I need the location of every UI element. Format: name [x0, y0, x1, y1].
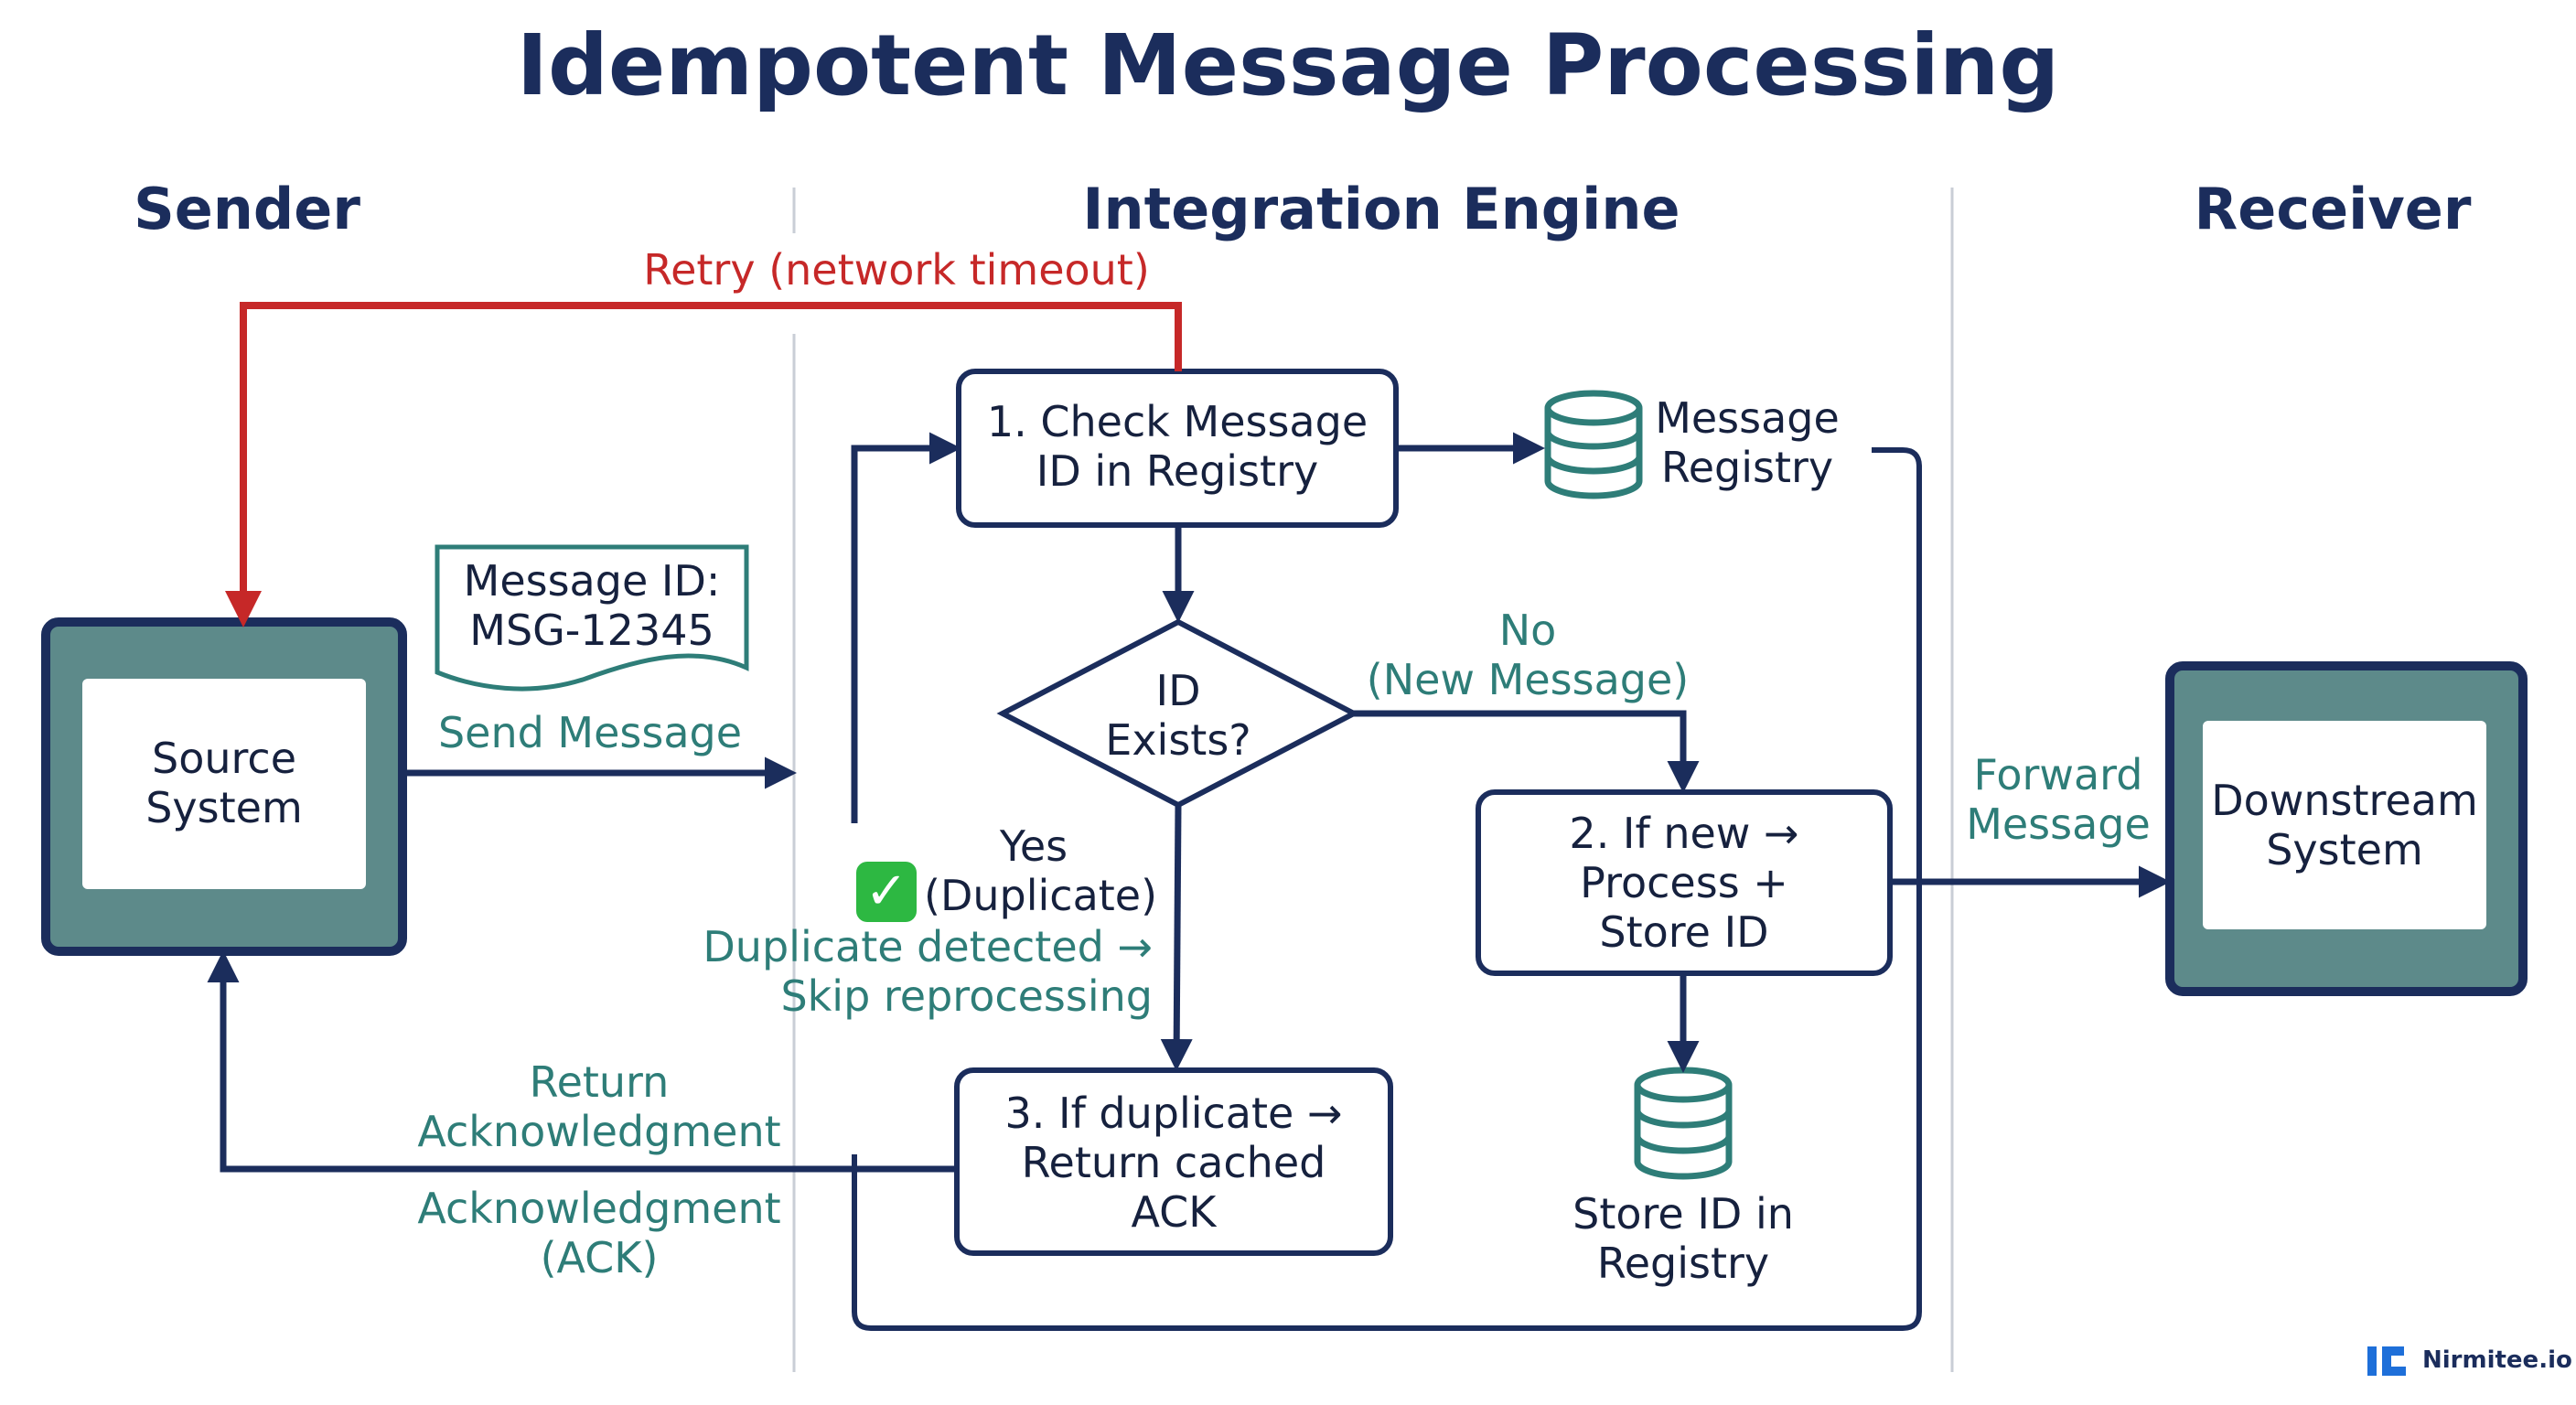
source-system-label: Source System: [145, 734, 303, 832]
downstream-system-device: [2165, 661, 2528, 996]
yes-duplicate-group: ✓ Yes (Duplicate): [851, 821, 1158, 931]
duplicate-detected-label: Duplicate detected → Skip reprocessing: [703, 922, 1153, 1021]
id-exists-label: ID Exists?: [1105, 666, 1251, 765]
return-cached-label: 3. If duplicate → Return cached ACK: [1004, 1089, 1343, 1237]
no-branch-arrow: [1354, 710, 1700, 793]
retry-label: Retry (network timeout): [643, 245, 1150, 295]
return-ack-label: Return Acknowledgment: [417, 1057, 781, 1156]
database-icon: [1634, 1067, 1733, 1180]
no-new-message-label: No (New Message): [1366, 606, 1690, 704]
retry-arrow: [225, 302, 1182, 627]
page-title: Idempotent Message Processing: [516, 16, 2060, 114]
lane-title-receiver: Receiver: [2194, 176, 2472, 242]
registry-loop-connector: [852, 447, 1922, 1331]
lane-title-integration-engine: Integration Engine: [1082, 176, 1680, 242]
check-registry-label: 1. Check Message ID in Registry: [986, 397, 1368, 496]
yes-branch-arrow: [1160, 804, 1193, 1071]
brand-logo-text: Nirmitee.io: [2422, 1346, 2572, 1374]
store-registry-label: Store ID in Registry: [1572, 1189, 1794, 1288]
lane-title-sender: Sender: [134, 176, 360, 242]
database-icon: [1544, 390, 1643, 499]
ack-label: Acknowledgment (ACK): [417, 1184, 781, 1282]
source-system-device: [41, 617, 407, 956]
process-store-label: 2. If new → Process + Store ID: [1569, 809, 1799, 957]
downstream-system-label: Downstream System: [2211, 776, 2478, 874]
send-message-label: Send Message: [437, 708, 743, 757]
forward-message-label: Forward Message: [1966, 750, 2151, 849]
yes-duplicate-label: Yes (Duplicate): [924, 821, 1158, 920]
nirmitee-logo-icon: [2367, 1346, 2406, 1376]
loop-into-check-arrow: [851, 432, 961, 823]
message-id-label: Message ID: MSG-12345: [463, 556, 721, 655]
message-registry-label: Message Registry: [1655, 393, 1840, 492]
checkmark-icon: ✓: [856, 862, 917, 922]
return-ack-arrow: [207, 950, 957, 1173]
message-id-document: [435, 544, 749, 692]
